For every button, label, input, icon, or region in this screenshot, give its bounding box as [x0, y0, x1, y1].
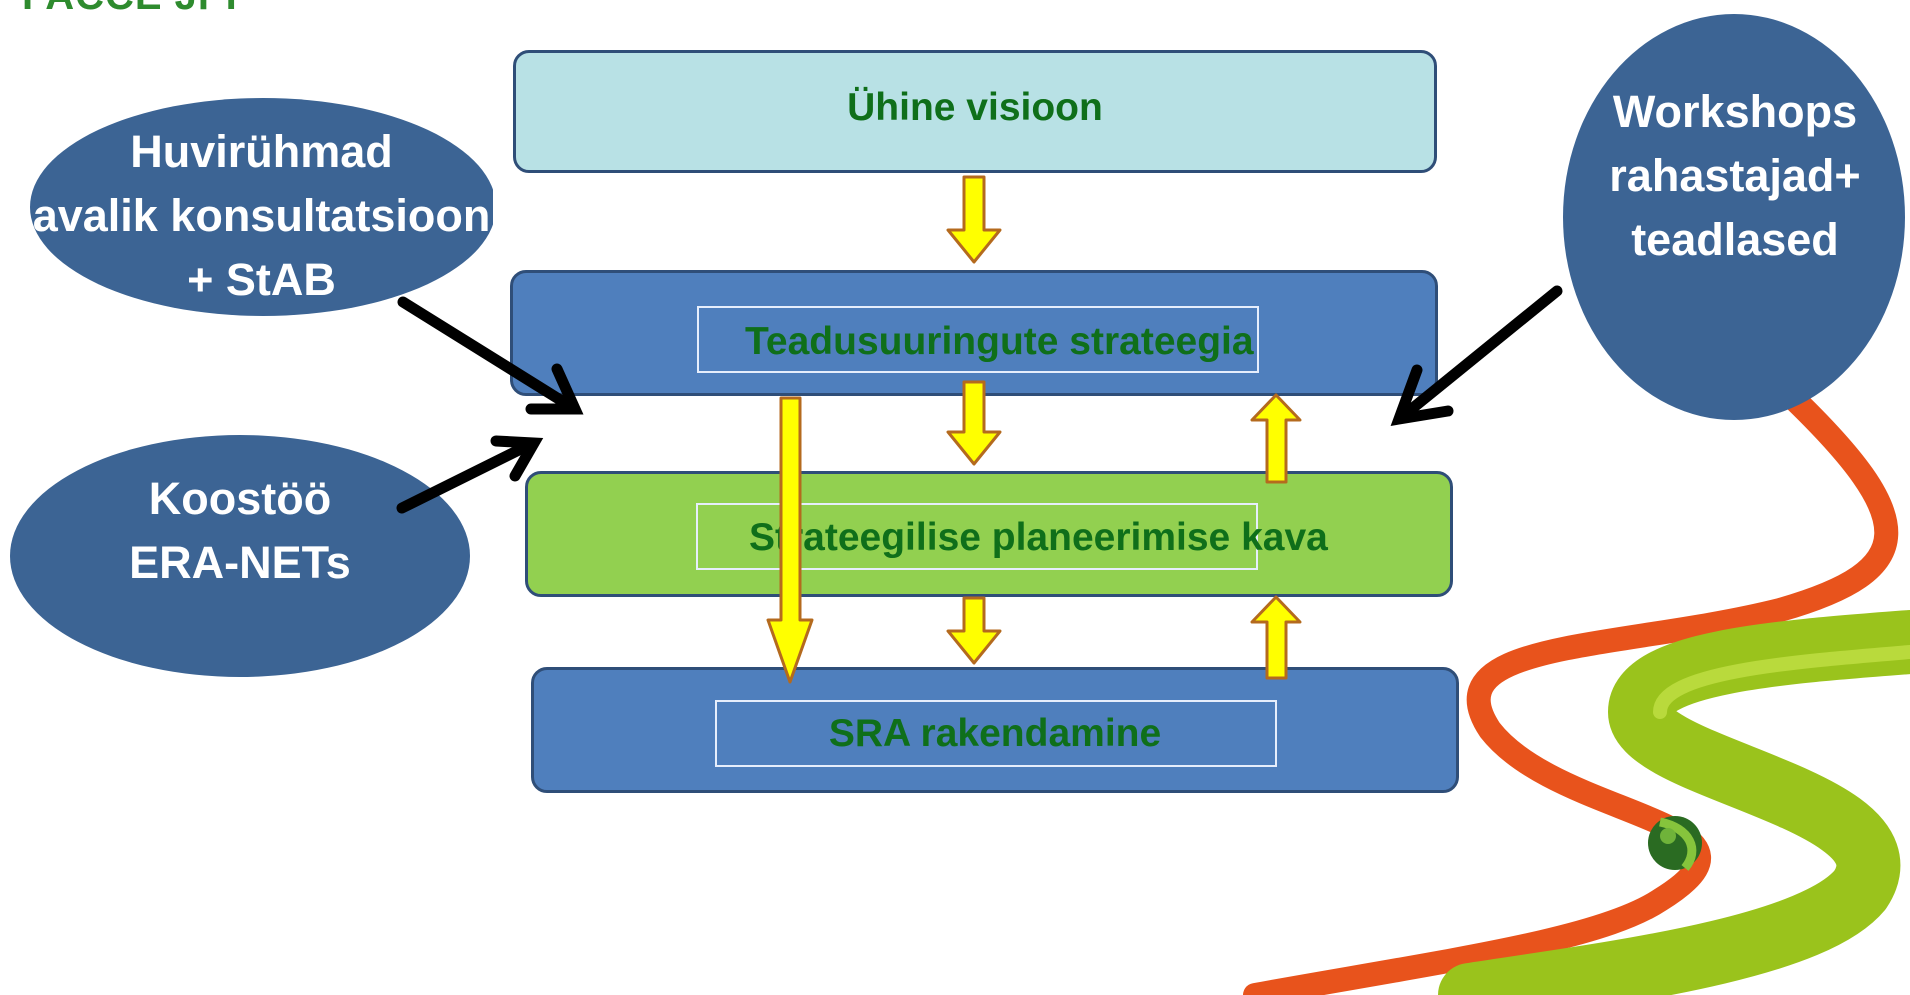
- research-strategy-label: Teadusuuringute strateegia: [745, 320, 1254, 363]
- workshops-text: Workshops rahastajad+ teadlased: [1565, 80, 1905, 272]
- cooperation-line-2: ERA-NETs: [129, 537, 351, 588]
- strategic-plan-frame: [696, 503, 1258, 570]
- stakeholders-line-3: + StAB: [187, 254, 336, 305]
- arrow-strategy-direct-to-implementation: [766, 396, 814, 684]
- arrow-strategy-to-plan: [946, 380, 1002, 466]
- sra-implementation-frame: [715, 700, 1277, 767]
- box-strategic-plan: Strateegilise planeerimise kava: [525, 471, 1453, 597]
- globe-icon: [1648, 816, 1702, 871]
- arrow-implementation-feedback-to-plan: [1250, 595, 1302, 680]
- ellipse-workshops: [1563, 14, 1905, 420]
- shared-vision-label: Ühine visioon: [847, 86, 1103, 129]
- green-ribbon: [1438, 610, 1910, 995]
- sra-implementation-label: SRA rakendamine: [828, 712, 1162, 755]
- arrow-cooperation-input: [396, 435, 544, 514]
- arrow-vision-to-strategy: [946, 175, 1002, 264]
- logo-text: FACCE JPI: [22, 0, 238, 19]
- workshops-line-2: rahastajad+: [1609, 150, 1861, 201]
- green-ribbon-highlight: [1653, 645, 1910, 719]
- orange-ribbon: [1243, 383, 1899, 995]
- research-strategy-frame: [697, 306, 1259, 373]
- workshops-line-3: teadlased: [1631, 214, 1839, 265]
- stakeholders-line-2: avalik konsultatsioon: [32, 190, 491, 241]
- arrow-stakeholders-input: [397, 296, 584, 415]
- strategic-plan-label: Strateegilise planeerimise kava: [749, 516, 1328, 559]
- ellipse-cooperation: [10, 435, 470, 677]
- workshops-line-1: Workshops: [1612, 86, 1858, 137]
- cooperation-line-1: Koostöö: [148, 473, 332, 524]
- stakeholders-text: Huvirühmad avalik konsultatsioon + StAB: [30, 120, 493, 312]
- box-sra-implementation: SRA rakendamine: [531, 667, 1459, 793]
- arrow-plan-to-implementation: [946, 596, 1002, 665]
- arrow-workshops-input: [1390, 285, 1563, 426]
- cooperation-text: Koostöö ERA-NETs: [40, 467, 440, 595]
- ellipse-stakeholders: [30, 98, 493, 316]
- box-shared-vision: Ühine visioon: [513, 50, 1437, 173]
- stakeholders-line-1: Huvirühmad: [130, 126, 393, 177]
- arrow-plan-feedback-to-strategy: [1250, 393, 1302, 484]
